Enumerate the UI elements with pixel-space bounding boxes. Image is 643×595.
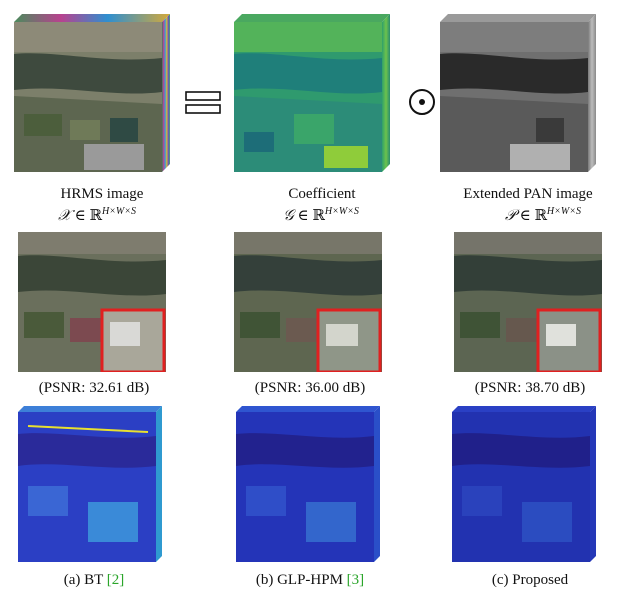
glp-hpm-fused-image — [234, 232, 382, 372]
hrms-title: HRMS image — [60, 186, 144, 202]
glp-hpm-psnr: (PSNR: 36.00 dB) — [254, 380, 366, 396]
odot-symbol — [409, 89, 435, 115]
proposed-psnr: (PSNR: 38.70 dB) — [474, 380, 586, 396]
pan-formula: 𝒫 ∈ ℝH×W×S — [505, 206, 581, 224]
bt-error-cube — [18, 406, 162, 562]
extended-pan-cube — [440, 14, 596, 172]
caption-bt: (a) BT [2] — [63, 572, 125, 588]
coefficient-cube — [234, 14, 390, 172]
proposed-fused-image — [454, 232, 602, 372]
hrms-formula: 𝒳 ∈ ℝH×W×S — [57, 206, 137, 224]
bt-psnr: (PSNR: 32.61 dB) — [38, 380, 150, 396]
caption-glp-hpm: (b) GLP-HPM [3] — [255, 572, 365, 588]
hrms-cube — [14, 14, 170, 172]
coefficient-title: Coefficient — [288, 186, 356, 202]
glp-hpm-error-cube — [236, 406, 380, 562]
equals-symbol — [185, 91, 221, 114]
proposed-error-cube — [452, 406, 596, 562]
bt-fused-image — [18, 232, 166, 372]
extended-pan-title: Extended PAN image — [463, 186, 593, 202]
citation-link[interactable]: [2] — [106, 572, 125, 588]
citation-link[interactable]: [3] — [346, 572, 365, 588]
caption-proposed: (c) Proposed — [491, 572, 569, 588]
coefficient-formula: 𝒢 ∈ ℝH×W×S — [283, 206, 359, 224]
